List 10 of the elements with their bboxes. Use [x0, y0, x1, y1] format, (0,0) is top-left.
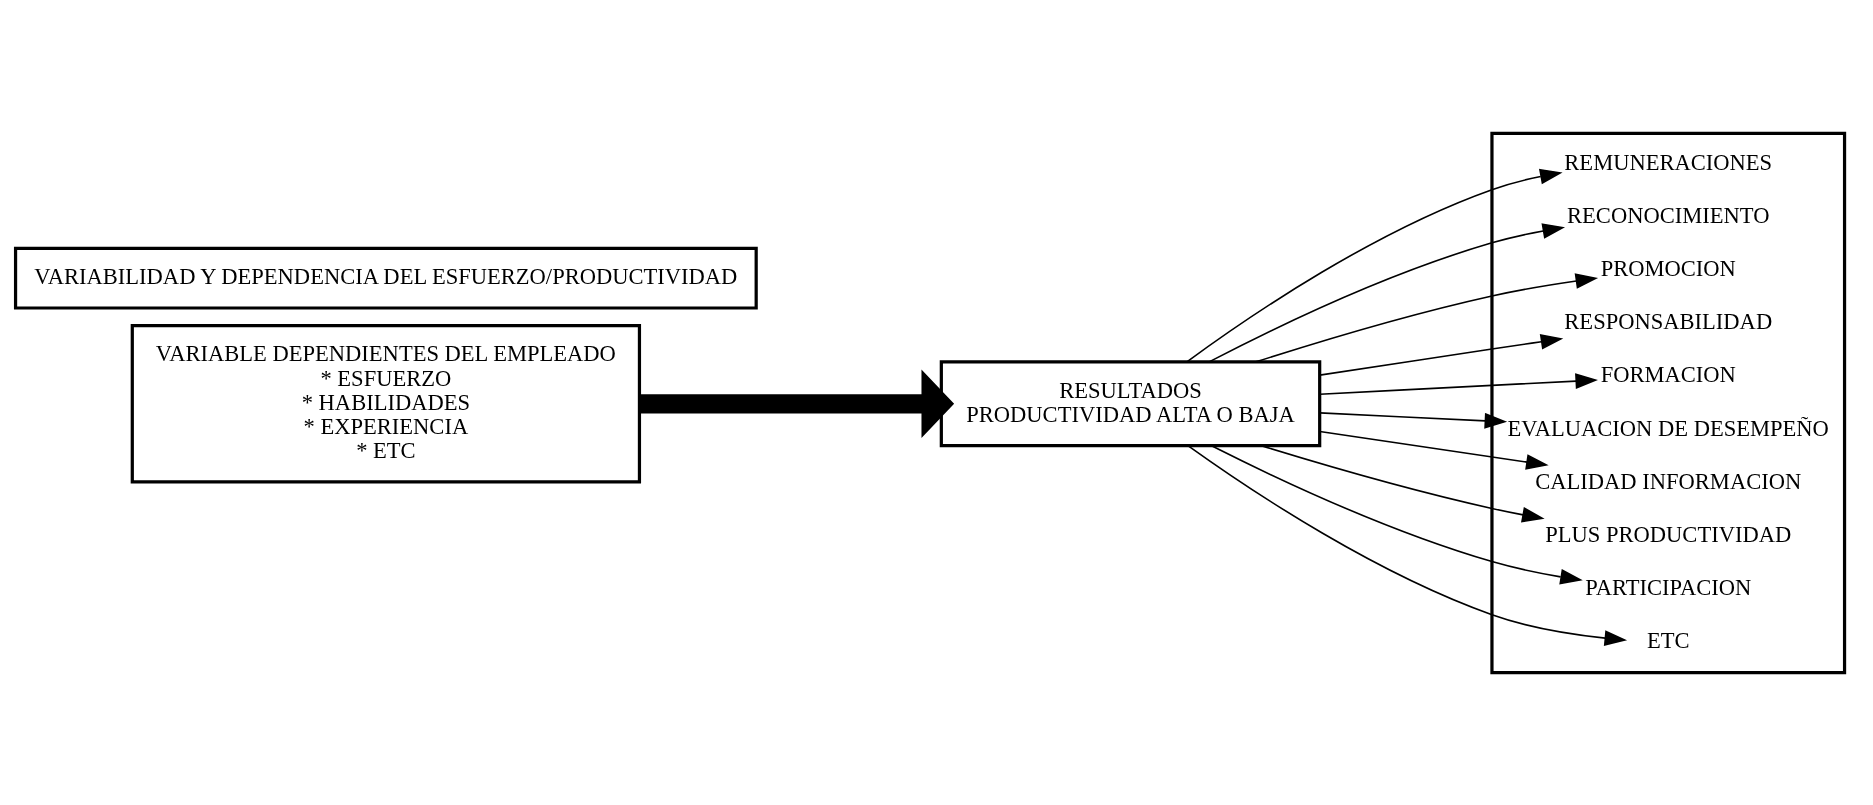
node-text: CALIDAD INFORMACION [1535, 468, 1802, 494]
node-text: ETC [1646, 627, 1690, 653]
node-text: PROMOCION [1600, 255, 1736, 281]
node-text: FORMACION [1600, 361, 1736, 387]
node-text: EVALUACION DE DESEMPEÑO [1507, 415, 1829, 441]
node-text: RESPONSABILIDAD [1564, 308, 1773, 334]
node-text: REMUNERACIONES [1564, 149, 1773, 175]
node-text: PLUS PRODUCTIVIDAD [1545, 521, 1792, 547]
node-text: PARTICIPACION [1585, 574, 1752, 600]
node-text: RECONOCIMIENTO [1567, 202, 1770, 228]
